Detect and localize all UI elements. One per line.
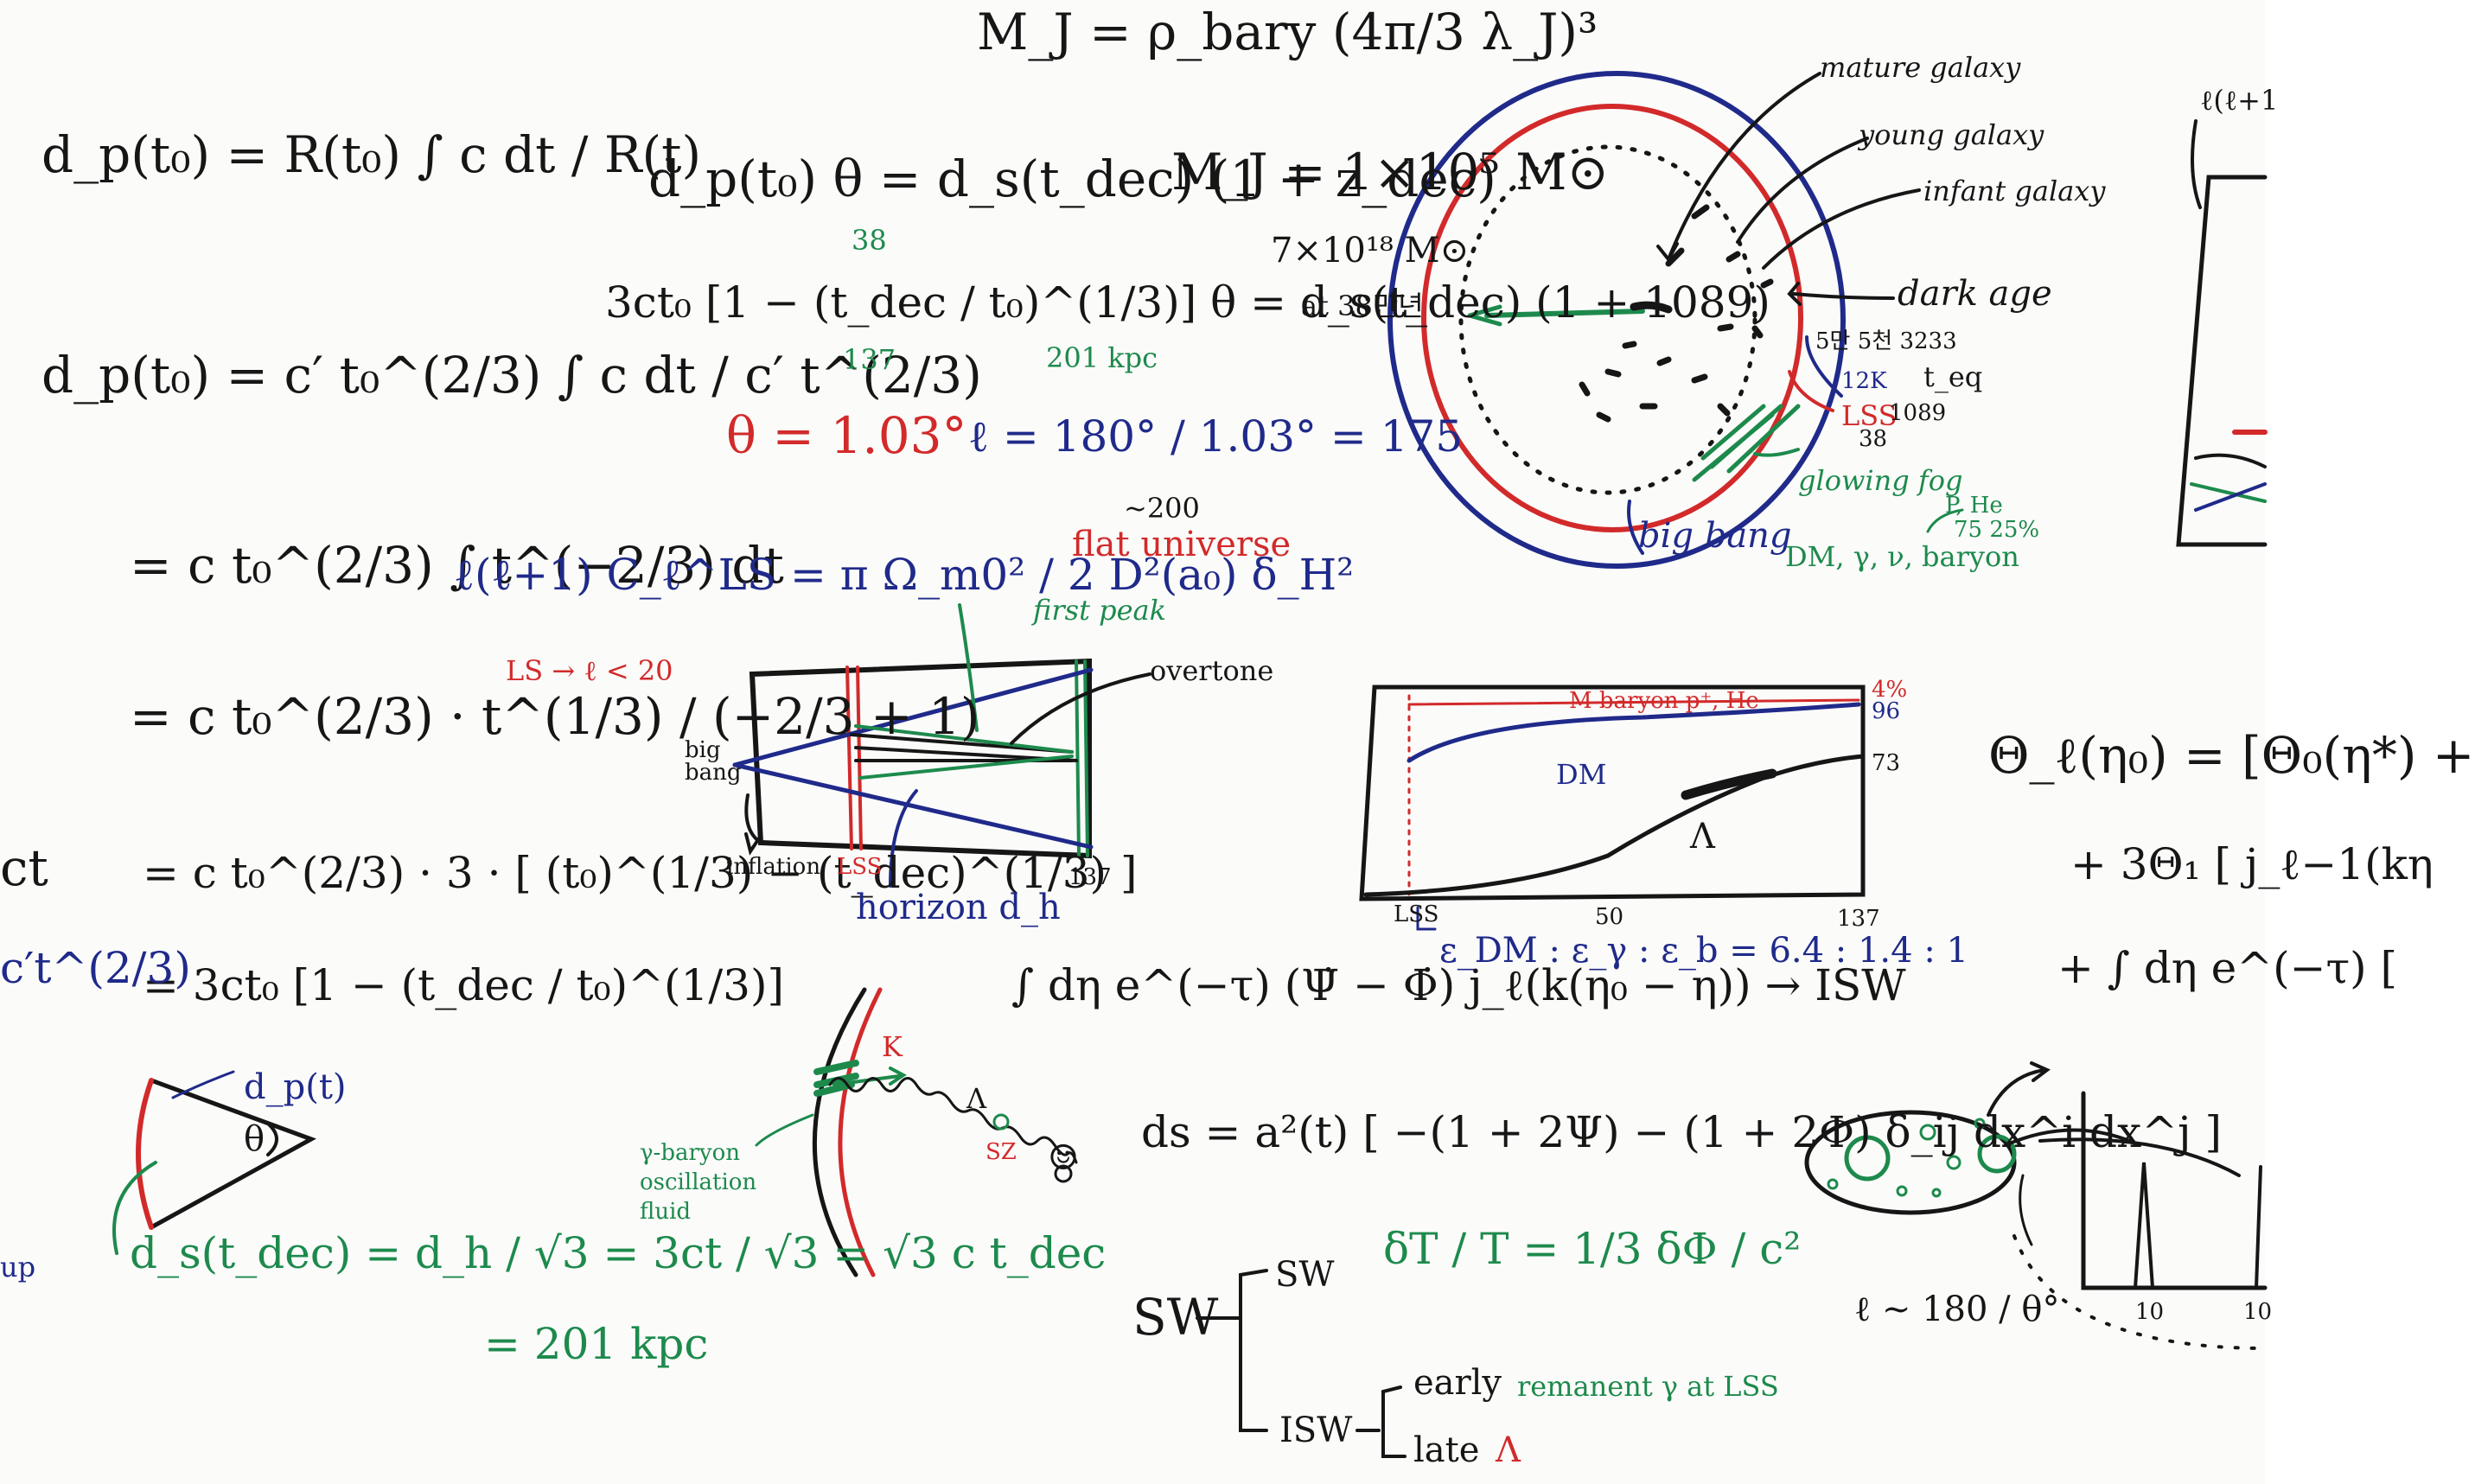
isw-late-lambda: Λ	[1496, 1430, 1521, 1470]
dp-t-label: d_p(t)	[244, 1067, 347, 1107]
frac-96: 96	[1872, 698, 1901, 724]
flat-universe: flat universe	[1072, 525, 1292, 564]
frac-dm: DM	[1556, 758, 1607, 791]
isw-early: early	[1413, 1363, 1502, 1403]
jeans-mass-eq: M_J = ρ_bary (4π/3 λ_J)³	[977, 3, 1598, 61]
theta-label: θ	[244, 1119, 265, 1159]
label-p-he: P, He	[1945, 493, 2003, 519]
label-p-he-pct: 75 25%	[1954, 517, 2040, 543]
ell-value: ℓ = 180° / 1.03° = 175	[968, 411, 1464, 462]
label-sz: SZ	[986, 1139, 1017, 1165]
label-dark-age: dark age	[1898, 274, 2052, 314]
label-overtone: overtone	[1150, 654, 1274, 687]
note-201kpc: 201 kpc	[1046, 341, 1158, 374]
whiteboard-drawings	[112, 71, 2268, 1458]
ell-200: ~200	[1124, 492, 1200, 525]
lss-photon-diagram	[755, 987, 1078, 1277]
label-mature-galaxy: mature galaxy	[1820, 51, 2021, 84]
metric-eq: ds = a²(t) [ −(1 + 2Ψ) − (1 + 2Φ) δ_ij d…	[1141, 1107, 2223, 1157]
label-glowing-fog: glowing fog	[1798, 464, 1963, 497]
universe-circle-diagram	[1387, 71, 1964, 569]
dp-step4-eq: = 3ct₀ [1 − (t_dec / t₀)^(1/3)]	[143, 960, 784, 1010]
sw-eq: δT / T = 1/3 δΦ / c²	[1383, 1224, 1802, 1274]
ds-value: = 201 kpc	[484, 1319, 709, 1369]
label-dm-list: DM, γ, ν, baryon	[1785, 540, 2019, 573]
jeans-value-2: 7×10¹⁸ M⊙	[1271, 231, 1470, 271]
isw-integral: ∫ dη e^(−τ) (Ψ̇ − Φ̇) j_ℓ(k(η₀ − η)) → I…	[1011, 960, 1906, 1010]
blob-histogram-diagram	[1804, 1061, 2268, 1350]
horizon-box-diagram	[732, 603, 1151, 888]
label-teq-note: 5만 5천 3233	[1815, 328, 1957, 354]
frac-137: 137	[1837, 906, 1880, 932]
dp-definition-eq: d_p(t₀) = R(t₀) ∫ c dt / R(t)	[41, 125, 702, 184]
isw-late: late	[1413, 1430, 1480, 1470]
dp-step3-eq: = c t₀^(2/3) · 3 · [ (t₀)^(1/3) − (t_dec…	[143, 848, 1138, 898]
isw-branch: ISW	[1279, 1411, 1353, 1450]
label-big-bang: big bang	[1638, 516, 1792, 556]
whiteboard: M_J = ρ_bary (4π/3 λ_J)³ d_p(t₀) = R(t₀)…	[0, 3, 2475, 1470]
jeans-at: at 38만년	[1301, 290, 1424, 322]
label-lss: LSS	[1841, 399, 1898, 432]
hist-10: 10	[2135, 1299, 2165, 1325]
angle-eq: d_p(t₀) θ = d_s(t_dec) (1 + z_dec)	[648, 150, 1496, 208]
note-137: 137	[843, 343, 896, 376]
sw-isw-tree	[1196, 1269, 1407, 1458]
ds-eq: d_s(t_dec) = d_h / √3 = 3ct / √3 = √3 c …	[130, 1228, 1107, 1278]
label-lss-small: LSS	[837, 854, 883, 880]
label-big-bang-small: big bang	[685, 737, 742, 786]
right-ell-top: ℓ(ℓ+1	[2200, 84, 2279, 117]
frac-lambda: Λ	[1690, 817, 1715, 857]
label-horizon: horizon d_h	[856, 888, 1061, 927]
label-lambda: Λ	[966, 1082, 987, 1115]
right-term2: + 3Θ₁ [ j_ℓ−1(kη	[2070, 839, 2434, 889]
left-edge-ct: ct	[0, 838, 48, 897]
right-theta-eq: Θ_ℓ(η₀) = [Θ₀(η*) +	[1988, 726, 2475, 785]
isw-early-note: remanent γ at LSS	[1517, 1370, 1779, 1403]
sw-branch: SW	[1275, 1255, 1335, 1295]
cone-diagram	[112, 1070, 317, 1255]
right-term3: + ∫ dη e^(−τ) [	[2057, 943, 2398, 993]
left-edge-ct23: c′t^(2/3)	[0, 943, 191, 993]
label-k: K	[882, 1030, 903, 1063]
composition-plot	[1359, 685, 1866, 931]
dp-step2-eq: = c t₀^(2/3) · t^(1/3) / (−2/3 + 1)	[130, 687, 980, 746]
angle-eq-num: 3ct₀ [1 − (t_dec / t₀)^(1/3)] θ = d_s(t_…	[605, 277, 1770, 328]
label-teq: t_eq	[1923, 360, 1983, 393]
frac-73: 73	[1872, 750, 1901, 776]
ell-180-eq: ℓ ~ 180 / θ°	[1854, 1290, 2060, 1329]
label-lss-z: 1089	[1889, 400, 1947, 426]
frac-lss: LSS	[1394, 901, 1439, 927]
label-inflation: inflation	[726, 854, 821, 880]
jeans-value: M_J = 1×10⁵ M⊙	[1171, 143, 1610, 201]
label-first-peak: first peak	[1033, 594, 1166, 627]
ls-note: LS → ℓ < 20	[506, 654, 673, 687]
label-fluid: γ-baryon oscillation fluid	[640, 1140, 757, 1225]
frac-50: 50	[1595, 904, 1624, 930]
dp-step1-eq: = c t₀^(2/3) ∫ t^(−2/3) dt	[130, 536, 784, 595]
label-12k: 12K	[1841, 368, 1887, 394]
frac-4: 4%	[1872, 677, 1908, 703]
left-edge-up: up	[0, 1251, 36, 1283]
hist-10b: 10	[2243, 1299, 2273, 1325]
label-infant-galaxy: infant galaxy	[1923, 175, 2106, 207]
eps-ratio: ε_DM : ε_γ : ε_b = 6.4 : 1.4 : 1	[1439, 931, 1968, 971]
theta-value: θ = 1.03°	[726, 406, 967, 465]
right-top-plot	[2176, 119, 2268, 547]
label-tick-137: 137	[1068, 864, 1112, 890]
note-38: 38	[852, 224, 887, 257]
label-young-galaxy: young galaxy	[1859, 118, 2044, 151]
label-lss-38: 38	[1859, 426, 1888, 452]
observer-icon: ☺	[1048, 1138, 1079, 1178]
sw-root: SW	[1132, 1288, 1219, 1347]
cl-eq: ℓ(ℓ+1) C_ℓ^LS = π Ω_m0² / 2 D²(a₀) δ_H²	[454, 550, 1355, 600]
frac-title: M baryon p⁺, He	[1569, 688, 1759, 714]
dp-matter-eq: d_p(t₀) = c′ t₀^(2/3) ∫ c dt / c′ t^(2/3…	[41, 346, 982, 404]
